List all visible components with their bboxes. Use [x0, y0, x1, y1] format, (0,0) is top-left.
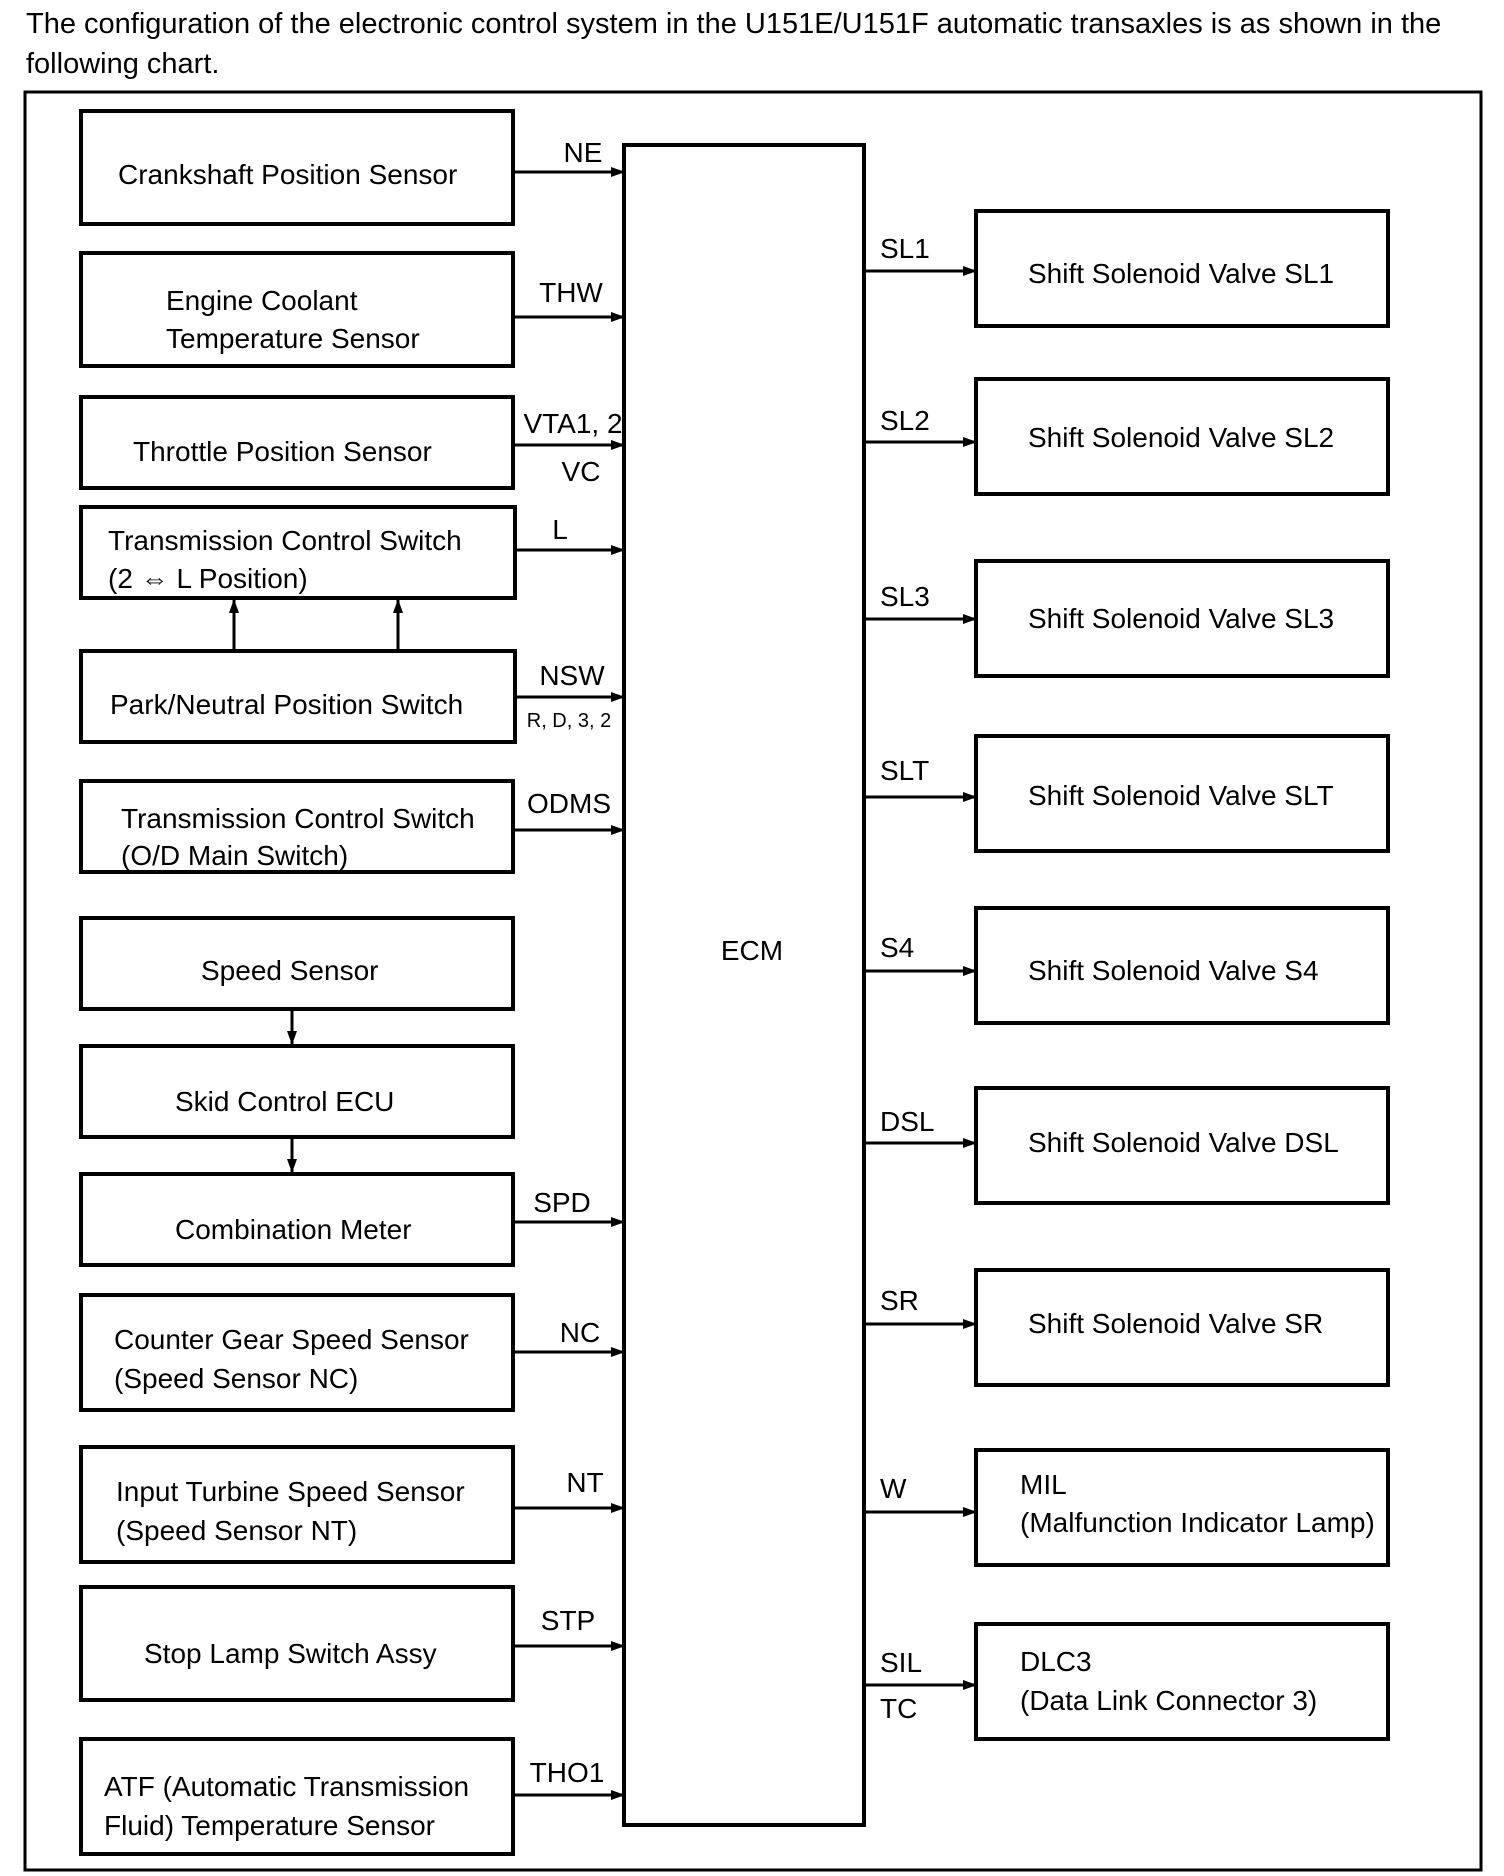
ecm-box	[622, 143, 866, 1827]
combination-meter-label: Combination Meter	[175, 1214, 412, 1245]
transmission-control-switch-od-box	[79, 779, 515, 874]
shift-solenoid-valve-sr-label: Shift Solenoid Valve SR	[1028, 1308, 1323, 1339]
shift-solenoid-valve-sr-signal-label: SR	[880, 1285, 919, 1316]
crankshaft-position-sensor-signal-label: NE	[564, 137, 603, 168]
shift-solenoid-valve-s4-box	[974, 906, 1390, 1025]
combination-meter-box	[79, 1172, 515, 1267]
throttle-position-sensor-signal-label: VC	[562, 456, 601, 487]
shift-solenoid-valve-sl2-label: Shift Solenoid Valve SL2	[1028, 422, 1334, 453]
shift-solenoid-valve-slt-signal-label: SLT	[880, 755, 929, 786]
combination-meter-signal-label: SPD	[533, 1187, 591, 1218]
input-turbine-speed-sensor-label: Input Turbine Speed Sensor	[116, 1476, 465, 1507]
engine-coolant-temperature-sensor-label: Temperature Sensor	[166, 323, 420, 354]
park-neutral-position-switch-signal-label: R, D, 3, 2	[527, 710, 611, 732]
transmission-control-switch-2-l-label: Transmission Control Switch	[108, 525, 462, 556]
mil-label: MIL	[1020, 1469, 1067, 1500]
shift-solenoid-valve-dsl-label: Shift Solenoid Valve DSL	[1028, 1127, 1339, 1158]
stop-lamp-switch-assy-box	[79, 1585, 515, 1702]
transmission-control-switch-2-l-box	[79, 505, 517, 600]
input-turbine-speed-sensor-signal-label: NT	[566, 1467, 603, 1498]
engine-coolant-temperature-sensor-signal-label: THW	[539, 277, 603, 308]
engine-coolant-temperature-sensor-label: Engine Coolant	[166, 285, 358, 316]
intro-text: The configuration of the electronic cont…	[26, 8, 1442, 80]
engine-coolant-temperature-sensor-box	[79, 251, 515, 368]
shift-solenoid-valve-sl2-box	[974, 377, 1390, 496]
dlc3-box	[974, 1622, 1390, 1741]
throttle-position-sensor-label: Throttle Position Sensor	[133, 436, 432, 467]
atf-temperature-sensor-label: Fluid) Temperature Sensor	[104, 1810, 435, 1841]
shift-solenoid-valve-sl2-signal-label: SL2	[880, 405, 930, 436]
counter-gear-speed-sensor-label: (Speed Sensor NC)	[114, 1363, 358, 1394]
stop-lamp-switch-assy-label: Stop Lamp Switch Assy	[144, 1638, 437, 1669]
transmission-control-switch-od-label: (O/D Main Switch)	[121, 840, 348, 871]
stop-lamp-switch-assy-signal-label: STP	[541, 1605, 595, 1636]
park-neutral-position-switch-label: Park/Neutral Position Switch	[110, 689, 463, 720]
transmission-control-switch-od-label: Transmission Control Switch	[121, 803, 475, 834]
input-turbine-speed-sensor-label: (Speed Sensor NT)	[116, 1515, 357, 1546]
shift-solenoid-valve-sl1-signal-label: SL1	[880, 233, 930, 264]
shift-solenoid-valve-s4-signal-label: S4	[880, 932, 914, 963]
shift-solenoid-valve-sl1-label: Shift Solenoid Valve SL1	[1028, 258, 1334, 289]
shift-solenoid-valve-sl3-label: Shift Solenoid Valve SL3	[1028, 603, 1334, 634]
shift-solenoid-valve-s4-label: Shift Solenoid Valve S4	[1028, 955, 1319, 986]
atf-temperature-sensor-signal-label: THO1	[530, 1757, 605, 1788]
transmission-control-switch-od-signal-label: ODMS	[527, 788, 611, 819]
dlc3-signal-label: TC	[880, 1693, 917, 1724]
shift-solenoid-valve-sl3-signal-label: SL3	[880, 581, 930, 612]
throttle-position-sensor-signal-label: VTA1, 2	[523, 408, 622, 439]
transmission-control-switch-2-l-label: (2 ⇔ L Position)	[108, 563, 308, 594]
speed-sensor-label: Speed Sensor	[201, 955, 378, 986]
counter-gear-speed-sensor-signal-label: NC	[560, 1317, 600, 1348]
transmission-control-switch-2-l-signal-label: L	[552, 514, 568, 545]
dlc3-label: DLC3	[1020, 1646, 1092, 1677]
skid-control-ecu-label: Skid Control ECU	[175, 1086, 394, 1117]
counter-gear-speed-sensor-label: Counter Gear Speed Sensor	[114, 1324, 469, 1355]
throttle-position-sensor-box	[79, 395, 515, 490]
outer-frame	[23, 90, 1483, 1872]
park-neutral-position-switch-signal-label: NSW	[539, 660, 605, 691]
atf-temperature-sensor-label: ATF (Automatic Transmission	[104, 1771, 469, 1802]
skid-control-ecu-box	[79, 1044, 515, 1139]
crankshaft-position-sensor-label: Crankshaft Position Sensor	[118, 159, 457, 190]
ecm-label: ECM	[721, 935, 783, 966]
input-turbine-speed-sensor-box	[79, 1445, 515, 1564]
mil-signal-label: W	[880, 1473, 907, 1504]
crankshaft-position-sensor-box	[79, 109, 515, 226]
shift-solenoid-valve-slt-label: Shift Solenoid Valve SLT	[1028, 780, 1334, 811]
dlc3-signal-label: SIL	[880, 1647, 922, 1678]
shift-solenoid-valve-dsl-signal-label: DSL	[880, 1106, 934, 1137]
mil-label: (Malfunction Indicator Lamp)	[1020, 1507, 1375, 1538]
speed-sensor-box	[79, 916, 515, 1011]
dlc3-label: (Data Link Connector 3)	[1020, 1685, 1317, 1716]
